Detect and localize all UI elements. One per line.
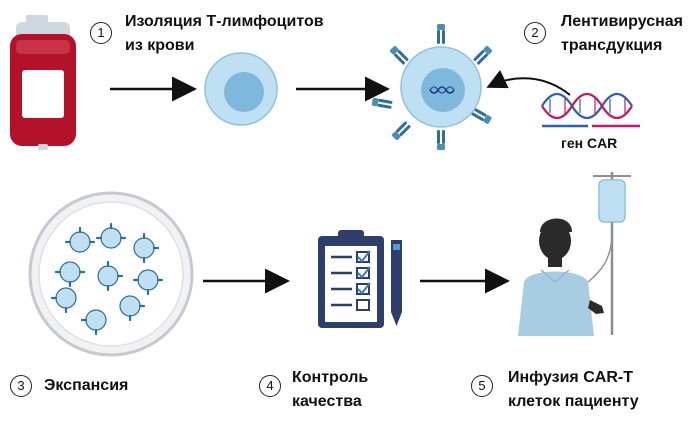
step-2-label: Лентивирусная трансдукция <box>561 10 683 58</box>
receptor-icon <box>371 97 393 109</box>
step-1-label: Изоляция Т-лимфоцитов из крови <box>125 10 324 58</box>
step-1-line-2: из крови <box>125 37 195 54</box>
step-5-label: Инфузия CAR-T клеток пациенту <box>508 366 639 414</box>
receptor-icon <box>437 24 445 44</box>
step-3-line-1: Экспансия <box>44 377 129 394</box>
blood-bag-icon <box>10 15 76 150</box>
step-5-line-1: Инфузия CAR-T <box>508 369 633 386</box>
step-5-line-2: клеток пациенту <box>508 393 639 410</box>
receptor-icon <box>389 45 410 66</box>
receptor-icon <box>391 120 412 141</box>
step-4-label: Контроль качества <box>292 366 368 414</box>
step-1-number: 1 <box>90 22 112 44</box>
receptor-icon <box>437 130 445 150</box>
step-2-number: 2 <box>524 22 546 44</box>
step-3-number: 3 <box>10 375 32 397</box>
dna-icon <box>541 92 640 128</box>
pen-icon <box>391 240 402 326</box>
petri-dish-icon <box>28 191 194 357</box>
step-2-line-2: трансдукция <box>561 37 663 54</box>
t-cell-icon <box>204 52 278 126</box>
patient-icon <box>518 218 604 336</box>
clipboard-icon <box>318 230 384 328</box>
receptor-icon <box>472 45 493 66</box>
step-1-line-1: Изоляция Т-лимфоцитов <box>125 13 324 30</box>
step-3-label: Экспансия <box>44 374 128 398</box>
step-4-number: 4 <box>259 375 281 397</box>
arrow-gene-to-cell <box>486 70 571 96</box>
step-2-line-1: Лентивирусная <box>561 13 683 30</box>
step-4-line-2: качества <box>292 393 362 410</box>
gene-car-label: ген CAR <box>561 135 618 151</box>
step-4-line-1: Контроль <box>292 369 369 386</box>
car-t-cell-icon <box>371 24 493 150</box>
step-5-number: 5 <box>471 375 493 397</box>
iv-drip-icon <box>587 172 631 335</box>
